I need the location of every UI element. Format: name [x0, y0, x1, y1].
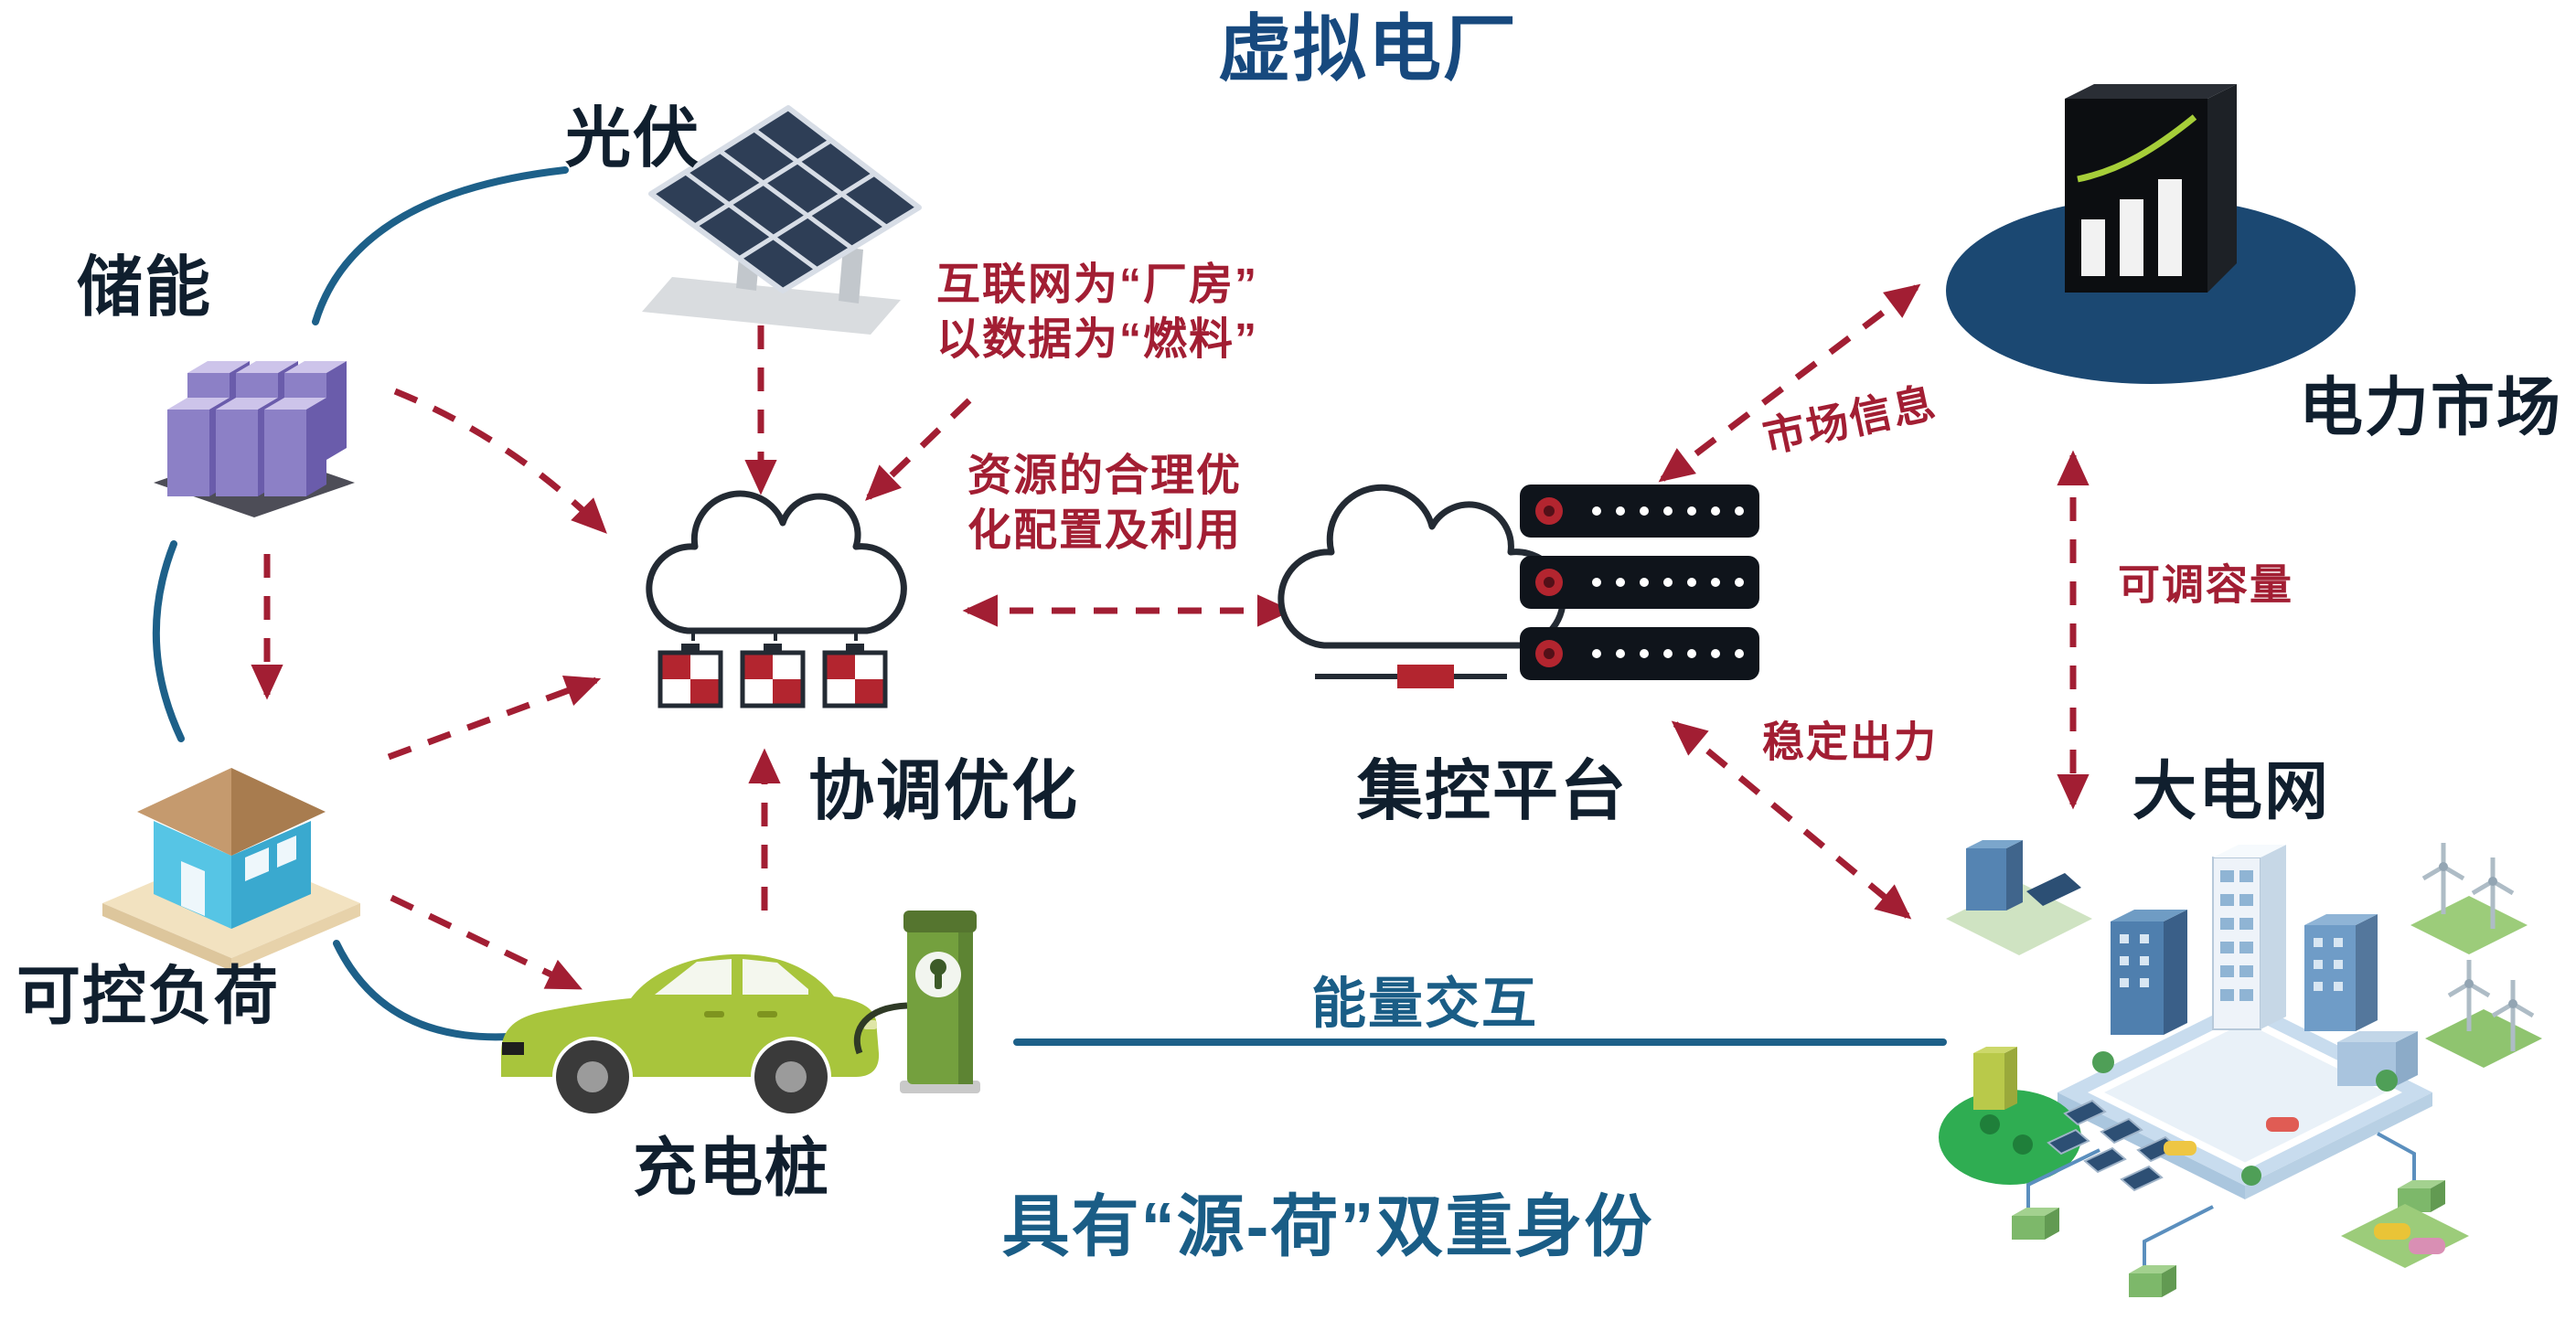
- link-storage-load: [152, 540, 185, 742]
- chart-bar: [2120, 199, 2143, 276]
- arrow-storage-to-coordination: [393, 388, 607, 534]
- power-market-icon: [1946, 84, 2356, 384]
- battery-module: [740, 644, 806, 708]
- server-row: [1520, 627, 1759, 680]
- platform-component: [1397, 665, 1454, 688]
- solar-farm: [2047, 1099, 2180, 1192]
- cloud-outline: [646, 490, 907, 634]
- storage-battery-icon: [154, 361, 355, 517]
- substation-box: [2012, 1180, 2445, 1297]
- battery-module: [657, 644, 723, 708]
- solar-panel-icon: [642, 105, 922, 335]
- link-storage-solar: [312, 166, 569, 325]
- battery-module: [822, 644, 888, 708]
- charging-pile-icon: [853, 911, 980, 1093]
- note-adjustable-capacity: 可调容量: [2118, 560, 2293, 609]
- coordination-cloud-icon: [646, 490, 907, 708]
- label-market: 电力市场: [2299, 371, 2562, 443]
- note-internet-line1: 互联网为“厂房”: [935, 261, 1259, 309]
- note-resource-line2: 化配置及利用: [967, 506, 1243, 555]
- storage-cube: [167, 398, 326, 496]
- server-row: [1520, 485, 1759, 538]
- arrow-platform-market: [1658, 283, 1921, 483]
- red-arrows: [251, 283, 2090, 991]
- note-stable-output: 稳定出力: [1762, 718, 1938, 766]
- note-energy-exchange: 能量交互: [1311, 973, 1538, 1035]
- house-icon: [102, 768, 360, 971]
- label-storage: 储能: [76, 251, 213, 325]
- city-grid-icon: [1939, 840, 2542, 1297]
- arrow-load-to-charger: [390, 894, 583, 991]
- label-solar: 光伏: [564, 102, 701, 176]
- label-grid: 大电网: [2132, 755, 2330, 827]
- ev-car-icon: [501, 953, 880, 1113]
- label-coordination: 协调优化: [807, 755, 1080, 828]
- note-internet: 互联网为“厂房” 以数据为“燃料”: [936, 258, 1258, 367]
- control-platform-icon: [1277, 484, 1759, 688]
- blue-links: [152, 166, 1947, 1046]
- label-platform: 集控平台: [1356, 755, 1629, 828]
- label-charger: 充电桩: [633, 1132, 830, 1204]
- label-load: 可控负荷: [16, 960, 280, 1032]
- arrow-note-to-coordination: [865, 398, 972, 501]
- chart-bar: [2081, 219, 2105, 276]
- note-resource: 资源的合理优 化配置及利用: [967, 449, 1242, 559]
- link-load-charger: [333, 940, 512, 1041]
- chart-bar: [2158, 179, 2182, 276]
- arrow-load-to-coordination: [387, 675, 602, 761]
- page-title: 虚拟电厂: [1218, 8, 1518, 90]
- arrow-platform-grid: [1671, 720, 1912, 920]
- note-internet-line2: 以数据为“燃料”: [935, 315, 1259, 364]
- note-resource-line1: 资源的合理优: [967, 452, 1243, 500]
- charging-cable: [853, 1002, 908, 1055]
- trend-line: [2077, 114, 2197, 183]
- server-row: [1520, 556, 1759, 609]
- note-dual-identity: 具有“源-荷”双重身份: [1001, 1188, 1654, 1264]
